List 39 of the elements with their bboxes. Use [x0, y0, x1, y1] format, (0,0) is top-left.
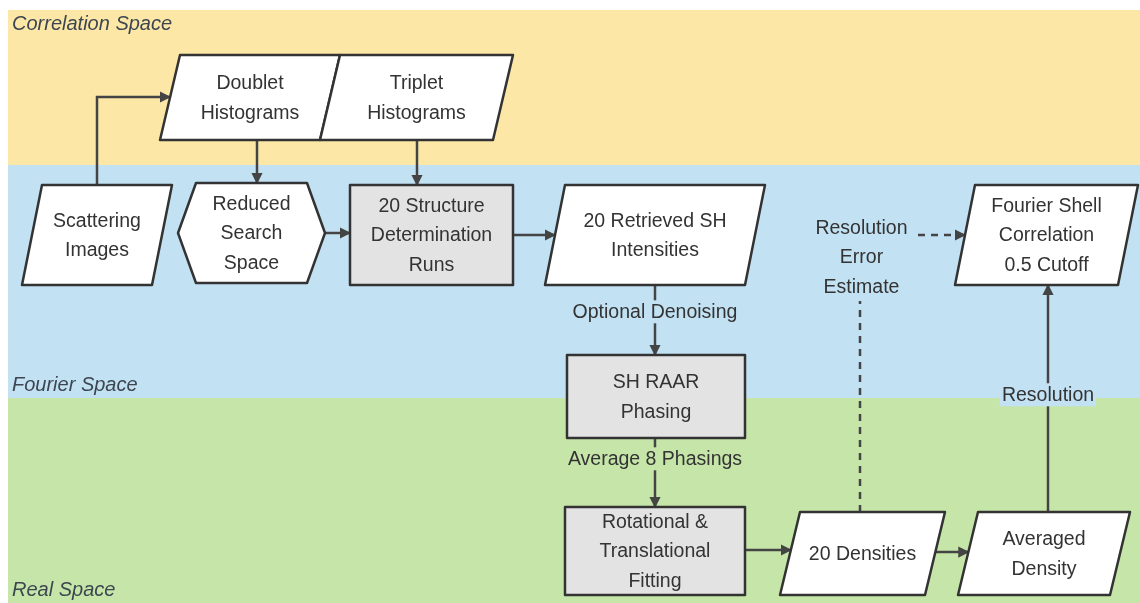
arrow [95, 91, 172, 185]
annotation-text: Resolution Error Estimate [814, 215, 909, 299]
arrow [513, 229, 557, 241]
node-label: Triplet Histograms [366, 70, 467, 125]
preparation-hexagon [178, 183, 325, 283]
region-band [8, 10, 1140, 165]
node-label: Fourier Shell Correlation 0.5 Cutoff [990, 193, 1103, 277]
node-label: Reduced Search Space [211, 191, 292, 275]
region-label: Fourier Space [12, 373, 138, 396]
data-parallelogram [545, 185, 765, 285]
edge-label: Average 8 Phasings [565, 447, 745, 471]
data-parallelogram [160, 55, 340, 140]
node-label: 20 Densities [808, 540, 917, 566]
data-parallelogram [22, 185, 172, 285]
edge-label: Resolution [999, 383, 1097, 407]
data-parallelogram [320, 55, 513, 140]
node-label: SH RAAR Phasing [611, 369, 701, 424]
node-label: 20 Structure Determination Runs [369, 193, 494, 277]
node-label: Rotational & Translational Fitting [598, 509, 712, 593]
node-label: Doublet Histograms [199, 70, 301, 125]
region-label: Real Space [12, 578, 116, 601]
arrow [325, 227, 352, 239]
edge-label: Optional Denoising [570, 300, 740, 324]
dashed-arrow [918, 229, 967, 241]
node-label: Averaged Density [1001, 526, 1087, 581]
data-parallelogram [780, 512, 945, 595]
arrow [1042, 283, 1054, 512]
process-box [567, 355, 745, 438]
data-parallelogram [955, 185, 1138, 285]
data-parallelogram [958, 512, 1130, 595]
arrow [251, 140, 263, 185]
region-label: Correlation Space [12, 12, 173, 35]
node-label: Scattering Images [52, 207, 142, 262]
node-label: 20 Retrieved SH Intensities [582, 207, 728, 262]
process-box [350, 185, 513, 285]
arrow [935, 546, 970, 558]
arrow [745, 544, 792, 556]
arrow [411, 140, 423, 187]
process-box [565, 507, 745, 595]
